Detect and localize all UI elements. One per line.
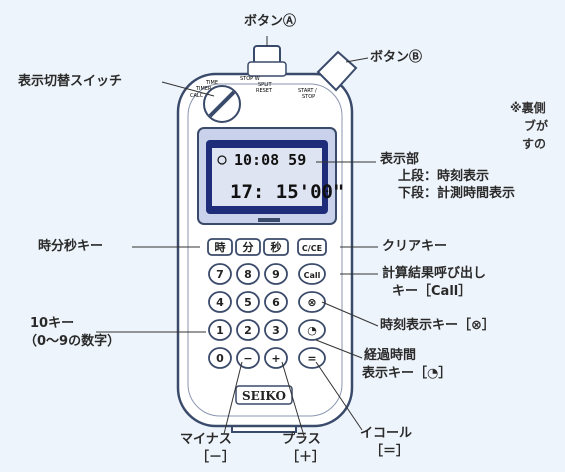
leader-elapsed (315, 339, 363, 359)
lcd-readout (212, 148, 322, 206)
start-stop-label: START /STOP (298, 88, 317, 100)
key-label-row3-3: ⊗ (307, 296, 316, 309)
key-label-row2-2: 9 (272, 268, 280, 281)
key-row4-1[interactable] (236, 319, 260, 341)
label-display-lower: 下段：計測時間表示 (398, 186, 516, 201)
key-label-row2-3: Call (304, 271, 321, 280)
label-time-key: 時刻表示キー［⊗］ (380, 318, 495, 333)
label-elapsed-1: 経過時間 (364, 348, 417, 363)
switch-label-stopw: STOP W (240, 76, 260, 82)
label-button-b: ボタンⒷ (370, 50, 423, 65)
label-clear-key: クリアキー (382, 239, 448, 254)
leader-plus (281, 361, 305, 437)
label-note-3: すの (522, 137, 547, 151)
leader-equal (315, 361, 363, 431)
key-row5-0[interactable] (208, 347, 232, 369)
label-ten-key-1: 10キー (30, 316, 75, 331)
key-row4-3[interactable] (298, 319, 326, 341)
key-label-row1-3: C/CE (302, 244, 322, 253)
key-row2-3[interactable] (298, 263, 326, 285)
label-plus-1: プラス (282, 432, 321, 447)
leader-lines (96, 36, 379, 437)
key-row3-3[interactable] (298, 291, 326, 313)
lcd-top-line: 10:08 59 (234, 151, 306, 169)
key-label-row4-0: 1 (216, 324, 224, 337)
label-note-1: ※裏側 (510, 101, 546, 115)
label-minus-1: マイナス (180, 432, 232, 447)
switch-label-time: TIME (205, 80, 218, 86)
label-display-upper: 上段：時刻表示 (398, 169, 490, 184)
label-display-switch: 表示切替スイッチ (18, 74, 123, 89)
key-row5-1[interactable] (236, 347, 260, 369)
leader-button-b (345, 57, 369, 63)
key-label-row5-0: 0 (216, 352, 224, 365)
button-a-base (247, 61, 287, 77)
lcd-bottom-line: 17: 15'00" (230, 181, 344, 203)
key-label-row5-2: + (271, 352, 280, 365)
key-label-row4-2: 3 (272, 324, 280, 337)
key-label-row5-3: = (307, 352, 316, 365)
label-note-2: ブが (524, 119, 549, 133)
key-row3-1[interactable] (236, 291, 260, 313)
brand-text: SEIKO (242, 389, 286, 403)
key-label-row4-3: ◔ (307, 324, 317, 337)
key-row1-0[interactable] (207, 238, 233, 256)
label-display-section: 表示部 (380, 152, 420, 167)
label-call-key-1: 計算結果呼び出し (382, 266, 487, 281)
keypad: 時 分 秒 C/CE 7 8 9 Call 4 5 6 ⊗ 1 2 3 ◔ 0 − + = (207, 238, 327, 369)
label-call-key-2: キー［Call］ (392, 284, 472, 299)
lcd-clock-icon (217, 155, 227, 165)
key-row5-2[interactable] (264, 347, 288, 369)
label-hms-key: 時分秒キー (38, 239, 104, 254)
label-elapsed-2: 表示キー［◔］ (362, 366, 452, 381)
key-label-row1-0: 時 (215, 240, 226, 254)
key-label-row3-2: 6 (272, 296, 280, 309)
key-row5-3[interactable] (298, 347, 326, 369)
key-label-row1-2: 秒 (271, 240, 282, 254)
key-label-row1-1: 分 (243, 240, 254, 254)
lcd-logo-bar (258, 218, 280, 222)
label-ten-key-2: （0～9の数字） (24, 334, 121, 349)
switch-label-calc: CALC (190, 93, 204, 99)
key-row2-2[interactable] (264, 263, 288, 285)
leader-time-key (321, 301, 379, 327)
key-row1-1[interactable] (235, 238, 261, 256)
switch-label-timer: TIMER (195, 86, 212, 92)
key-row4-0[interactable] (208, 319, 232, 341)
leader-switch (161, 81, 215, 97)
label-minus-2: ［－］ (196, 450, 236, 465)
key-label-row4-1: 2 (244, 324, 252, 337)
key-label-row2-1: 8 (244, 268, 252, 281)
mode-switch-knob (208, 90, 236, 118)
key-row1-2[interactable] (263, 238, 289, 256)
label-plus-2: ［＋］ (286, 450, 326, 465)
key-row2-1[interactable] (236, 263, 260, 285)
label-button-a: ボタンⒶ (244, 14, 297, 29)
key-label-row5-1: − (243, 352, 252, 365)
key-row4-2[interactable] (264, 319, 288, 341)
label-equal-2: ［＝］ (370, 444, 410, 459)
key-row1-3[interactable] (297, 238, 327, 256)
key-label-row2-0: 7 (216, 268, 224, 281)
key-row2-0[interactable] (208, 263, 232, 285)
key-row3-2[interactable] (264, 291, 288, 313)
key-label-row3-1: 5 (244, 296, 252, 309)
device-inner-outline (187, 83, 343, 417)
key-row3-0[interactable] (208, 291, 232, 313)
key-label-row3-0: 4 (216, 296, 224, 309)
label-equal-1: イコール (360, 426, 413, 441)
leader-minus (223, 361, 243, 435)
